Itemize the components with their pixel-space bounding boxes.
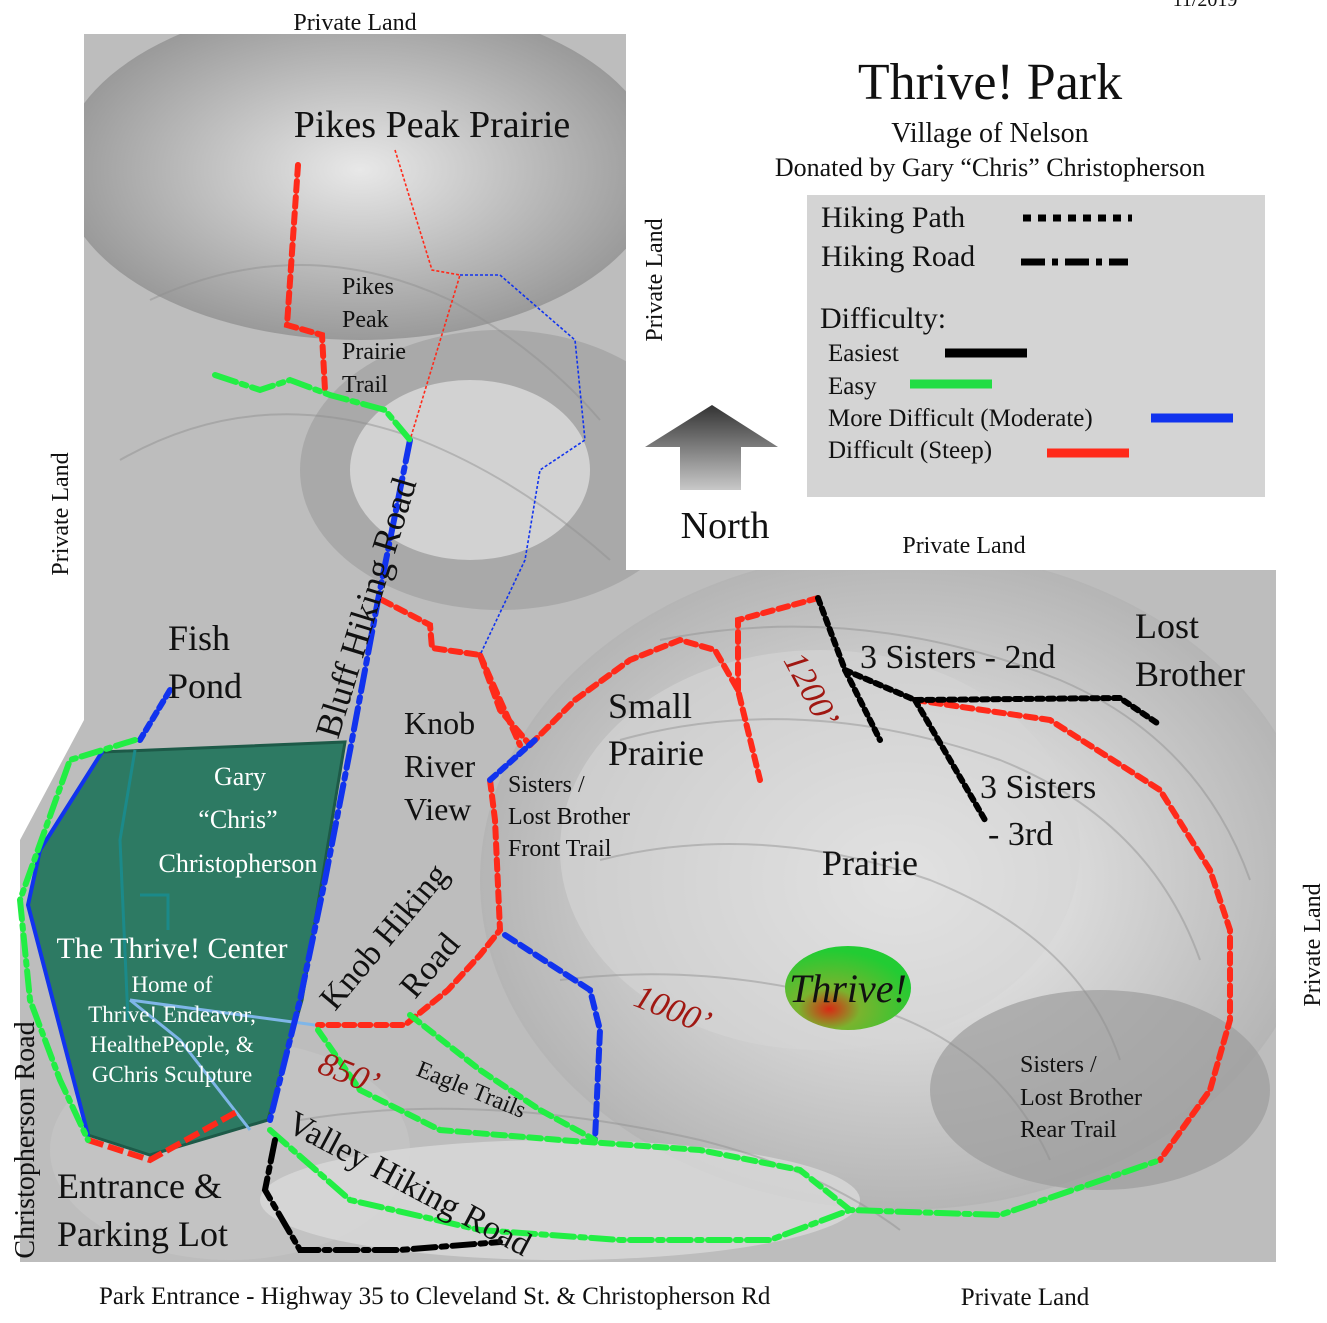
building-name-line3: Christopherson — [159, 849, 318, 878]
building-interior-lines — [118, 749, 170, 1021]
pikes-trail-line1: Pikes — [342, 274, 394, 300]
entrance-steep-edge — [87, 1107, 242, 1164]
north-label: North — [681, 505, 770, 547]
map-donor: Donated by Gary “Chris” Christopherson — [775, 153, 1205, 182]
sisters-rear-line1: Sisters / — [1020, 1052, 1097, 1078]
boundary-top: Private Land — [293, 10, 416, 36]
legend-moderate-label: More Difficult (Moderate) — [828, 405, 1093, 432]
building-home-line3: HealthePeople, & — [90, 1032, 254, 1057]
boundary-right: Private Land — [1300, 883, 1326, 1006]
trail-pikes-thin-red — [394, 149, 462, 441]
legend-hiking-road-label: Hiking Road — [821, 240, 975, 273]
map-title: Thrive! Park — [858, 54, 1122, 111]
trails-easy — [16, 372, 1163, 1243]
three-sisters-3rd-line1: 3 Sisters — [980, 769, 1096, 806]
footer-entrance-directions: Park Entrance - Highway 35 to Cleveland … — [99, 1283, 771, 1310]
lost-brother-line1: Lost — [1135, 606, 1199, 646]
trails-steep — [283, 162, 1233, 1163]
footer-strip — [84, 1262, 1294, 1322]
legend-easy-label: Easy — [828, 373, 877, 400]
knob-view-line1: Knob — [404, 705, 475, 741]
north-arrow: North — [645, 405, 778, 547]
thrive-logo-text: Thrive! — [789, 966, 907, 1011]
trails-easiest — [261, 595, 1163, 1253]
legend-steep-label: Difficult (Steep) — [828, 437, 992, 464]
building-home-line1: Home of — [131, 972, 212, 997]
trail-moderate-thin — [460, 274, 586, 656]
pikes-trail-line2: Peak — [342, 307, 389, 333]
sisters-rear-line2: Lost Brother — [1020, 1085, 1142, 1111]
knob-view-line2: River — [404, 748, 475, 784]
building-name-line2: “Chris” — [198, 805, 277, 834]
pikes-trail-line3: Prairie — [342, 339, 406, 365]
pikes-trail-line4: Trail — [342, 372, 388, 398]
trails-moderate — [25, 437, 604, 1143]
sisters-front-line3: Front Trail — [508, 836, 612, 862]
legend: Hiking Path Hiking Road Difficulty: Easi… — [807, 195, 1265, 497]
pikes-peak-prairie-label: Pikes Peak Prairie — [294, 104, 571, 146]
fish-pond-line2: Pond — [168, 666, 242, 706]
small-prairie-line2: Prairie — [608, 733, 704, 773]
map-subtitle: Village of Nelson — [891, 118, 1088, 149]
lost-brother-line2: Brother — [1135, 654, 1245, 694]
knob-view-line3: View — [404, 791, 471, 827]
legend-difficulty-heading: Difficulty: — [820, 302, 946, 335]
building-name-line1: Gary — [214, 762, 266, 791]
building-home-line4: GChris Sculpture — [92, 1062, 252, 1087]
christopherson-road-label: Christopherson Road — [10, 1021, 41, 1258]
entrance-line2: Parking Lot — [57, 1214, 228, 1254]
paths-light-blue — [129, 998, 316, 1131]
small-prairie-line1: Small — [608, 686, 692, 726]
fish-pond-line1: Fish — [168, 618, 230, 658]
three-sisters-3rd-line2: - 3rd — [988, 816, 1053, 853]
thrive-center-label: The Thrive! Center — [56, 932, 287, 965]
prairie-label: Prairie — [822, 843, 918, 883]
boundary-mid: Private Land — [642, 218, 668, 341]
boundary-legend-bottom: Private Land — [902, 533, 1025, 559]
thrive-logo-shape — [785, 946, 911, 1030]
north-arrow-icon — [645, 405, 778, 490]
sisters-rear-line3: Rear Trail — [1020, 1117, 1117, 1143]
three-sisters-2nd-label: 3 Sisters - 2nd — [860, 639, 1056, 676]
sisters-front-line2: Lost Brother — [508, 804, 630, 830]
entrance-line1: Entrance & — [57, 1166, 222, 1206]
building-home-line2: Thrive! Endeavor, — [88, 1002, 256, 1027]
map-date: 11/2019 — [1173, 0, 1238, 11]
sisters-front-line1: Sisters / — [508, 772, 585, 798]
legend-easiest-label: Easiest — [828, 340, 899, 367]
legend-hiking-path-label: Hiking Path — [821, 201, 965, 234]
boundary-bottom: Private Land — [961, 1284, 1090, 1311]
boundary-left: Private Land — [48, 452, 74, 575]
